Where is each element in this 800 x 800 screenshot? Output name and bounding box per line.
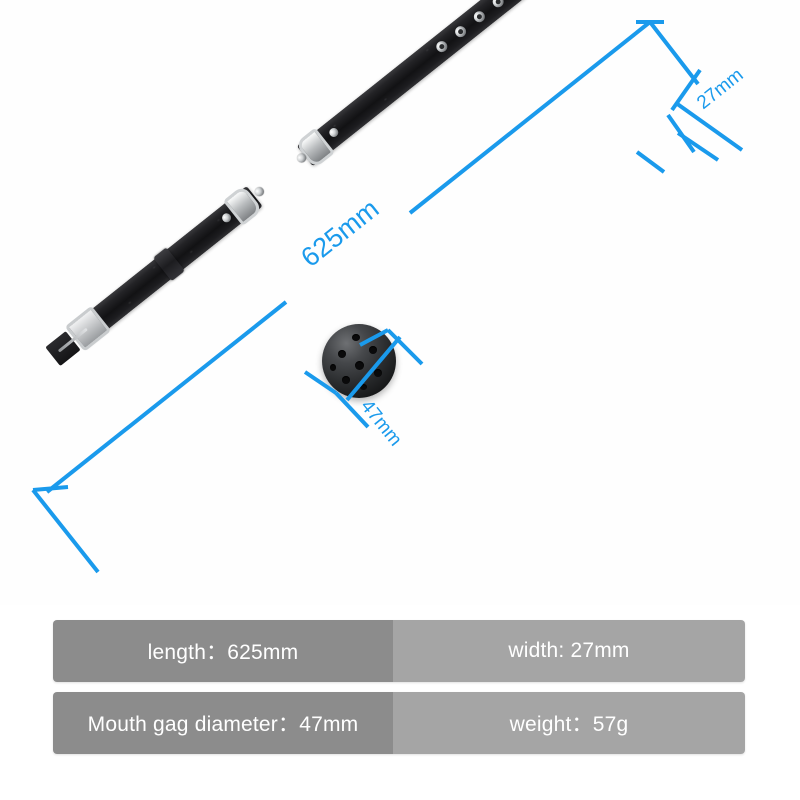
breathing-hole <box>369 346 377 354</box>
ball-gag <box>322 324 396 398</box>
dimension-label-width: 27mm <box>693 64 748 114</box>
extension-line-buckle <box>31 488 100 574</box>
dimension-label-ball-diameter: 47mm <box>356 396 406 451</box>
breathing-hole <box>352 334 360 341</box>
tick-buckle <box>32 485 69 492</box>
dimension-line-width-inner <box>666 113 696 154</box>
spec-cell-weight: weight：57g <box>393 692 745 754</box>
leather-strap-assembly <box>45 0 595 367</box>
breathing-hole <box>374 369 382 377</box>
spec-cell-length: length：625mm <box>53 620 393 682</box>
tick-width-edge <box>635 150 666 174</box>
product-photo: 625mm 47mm 27mm <box>0 0 800 605</box>
breathing-hole <box>338 350 346 358</box>
breathing-hole <box>360 384 367 390</box>
breathing-hole <box>355 361 364 370</box>
spec-cell-mouth-gag-diameter: Mouth gag diameter：47mm <box>53 692 393 754</box>
table-row: length：625mm width: 27mm <box>53 620 745 682</box>
tick-width-lower <box>676 131 720 162</box>
dimension-label-length: 625mm <box>295 193 385 273</box>
breathing-hole <box>330 364 336 371</box>
breathing-hole <box>342 376 350 384</box>
spec-cell-width: width: 27mm <box>393 620 745 682</box>
specification-table: length：625mm width: 27mm Mouth gag diame… <box>53 620 745 764</box>
strap-right-segment <box>296 0 589 167</box>
extension-line-tip <box>648 20 700 86</box>
dimension-line-width-cross <box>670 68 702 112</box>
table-row: Mouth gag diameter：47mm weight：57g <box>53 692 745 754</box>
